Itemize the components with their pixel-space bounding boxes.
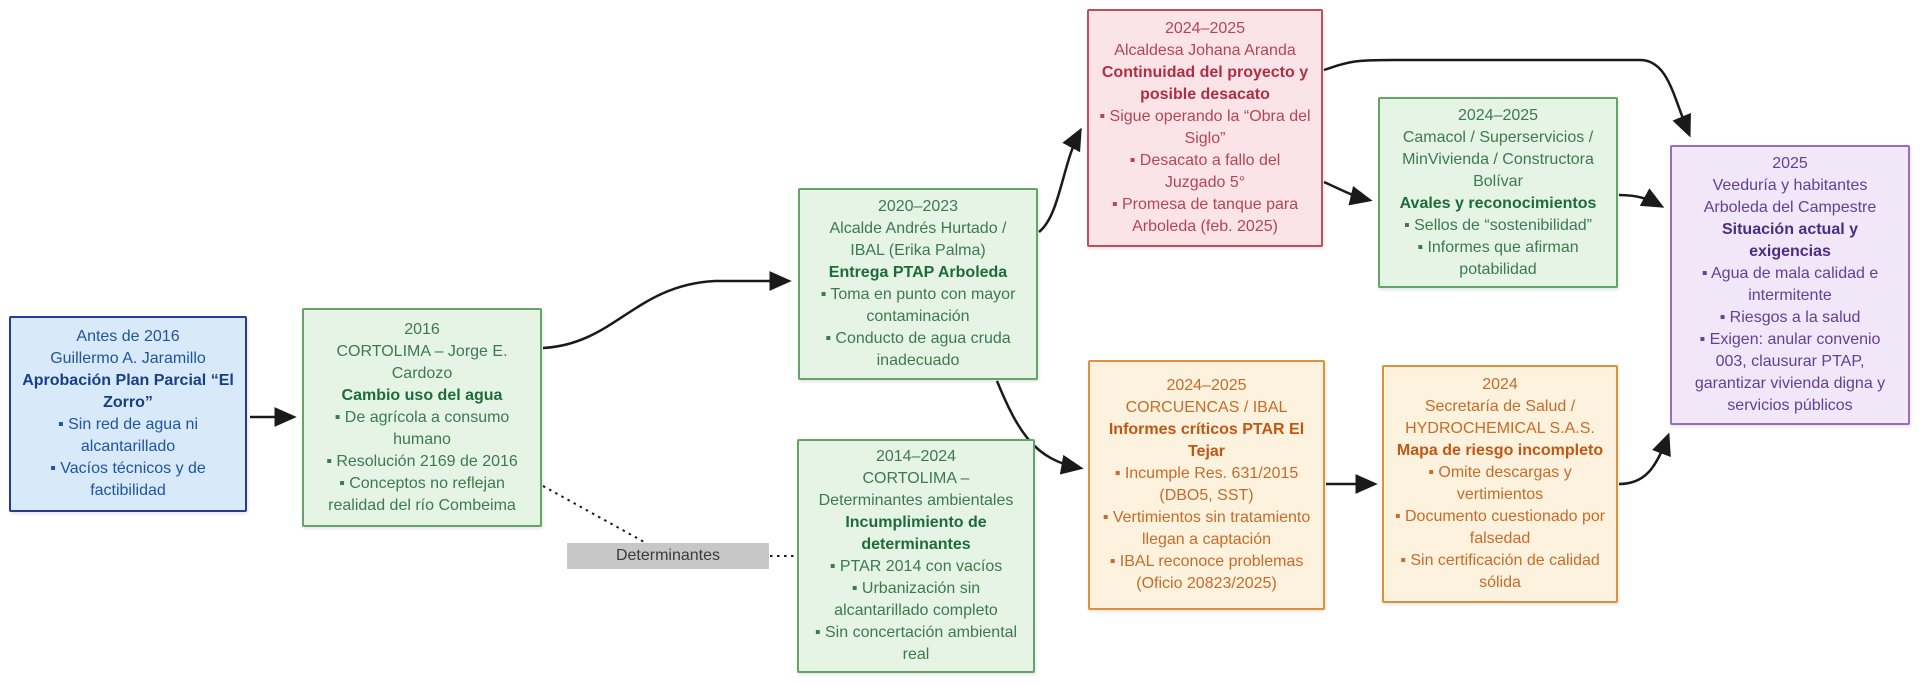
node-bullets: ▪ Sellos de “sostenibilidad” ▪ Informes q… bbox=[1390, 215, 1606, 281]
node-continuidad-proyecto: 2024–2025 Alcaldesa Johana Aranda Contin… bbox=[1087, 9, 1323, 247]
node-period: 2020–2023 bbox=[877, 198, 959, 215]
node-actor: Alcalde Andrés Hurtado / IBAL (Erika Pal… bbox=[829, 220, 1007, 259]
bullet-item: ▪ Sin red de agua ni alcantarillado bbox=[58, 416, 198, 455]
node-headline: Situación actual y exigencias bbox=[1721, 221, 1859, 260]
bullet-item: ▪ Exigen: anular convenio 003, clausurar… bbox=[1694, 331, 1886, 414]
bullet-item: ▪ Sellos de “sostenibilidad” bbox=[1404, 216, 1592, 234]
node-bullets: ▪ Sigue operando la “Obra del Siglo” ▪ De… bbox=[1099, 106, 1311, 238]
node-bullets: ▪ Agua de mala calidad e intermitente ▪ R… bbox=[1682, 263, 1898, 417]
node-headline: Entrega PTAP Arboleda bbox=[828, 264, 1008, 281]
node-informes-ptar: 2024–2025 CORCUENCAS / IBAL Informes crí… bbox=[1088, 360, 1325, 610]
node-period: 2025 bbox=[1772, 155, 1808, 172]
bullet-item: ▪ Vacíos técnicos y de factibilidad bbox=[50, 460, 206, 499]
edge-avales-to-situacion bbox=[1618, 188, 1665, 208]
node-headline: Cambio uso del agua bbox=[341, 386, 503, 404]
bullet-item: ▪ Agua de mala calidad e intermitente bbox=[1701, 265, 1879, 304]
node-period: Antes de 2016 bbox=[76, 328, 180, 345]
node-actor: CORTOLIMA – Jorge E. Cardozo bbox=[336, 342, 508, 382]
node-bullets: ▪ Toma en punto con mayor contaminación ▪… bbox=[810, 284, 1026, 372]
node-period: 2024 bbox=[1482, 376, 1518, 393]
node-avales: 2024–2025 Camacol / Superservicios / Min… bbox=[1378, 97, 1618, 288]
node-actor: Alcaldesa Johana Aranda bbox=[1114, 42, 1296, 59]
node-bullets: ▪ Sin red de agua ni alcantarillado ▪ Vac… bbox=[21, 414, 235, 502]
node-bullets: ▪ Omite descargas y vertimientos ▪ Docume… bbox=[1394, 462, 1606, 594]
bullet-item: ▪ Sigue operando la “Obra del Siglo” bbox=[1099, 108, 1311, 147]
node-period: 2014–2024 bbox=[875, 448, 957, 465]
node-actor: CORCUENCAS / IBAL bbox=[1125, 399, 1288, 416]
node-plan-parcial: Antes de 2016 Guillermo A. Jaramillo Apr… bbox=[9, 316, 247, 512]
bullet-item: ▪ IBAL reconoce problemas (Oficio 20823/… bbox=[1109, 553, 1304, 592]
edge-entrega-to-continuidad bbox=[1038, 127, 1082, 233]
node-entrega-ptap: 2020–2023 Alcalde Andrés Hurtado / IBAL … bbox=[798, 188, 1038, 380]
node-bullets: ▪ Incumple Res. 631/2015 (DBO5, SST) ▪ Ve… bbox=[1100, 463, 1313, 595]
bullet-item: ▪ De agrícola a consumo humano bbox=[334, 408, 510, 448]
node-mapa-riesgo: 2024 Secretaría de Salud / HYDROCHEMICAL… bbox=[1382, 365, 1618, 603]
node-period: 2024–2025 bbox=[1457, 106, 1539, 124]
bullet-item: ▪ Conceptos no reflejan realidad del río… bbox=[328, 474, 516, 514]
node-situacion-actual: 2025 Veeduría y habitantes Arboleda del … bbox=[1670, 145, 1910, 425]
bullet-item: ▪ Incumple Res. 631/2015 (DBO5, SST) bbox=[1114, 465, 1299, 504]
bullet-item: ▪ Toma en punto con mayor contaminación bbox=[820, 286, 1016, 325]
node-bullets: ▪ PTAR 2014 con vacíos ▪ Urbanización sin… bbox=[809, 556, 1023, 666]
node-period: 2024–2025 bbox=[1164, 20, 1246, 37]
edge-continuidad-to-avales bbox=[1323, 180, 1373, 206]
node-headline: Mapa de riesgo incompleto bbox=[1396, 442, 1604, 459]
determinantes-label: Determinantes bbox=[567, 543, 769, 569]
edge-mapa-to-situacion bbox=[1618, 432, 1671, 486]
bullet-item: ▪ Urbanización sin alcantarillado comple… bbox=[834, 580, 998, 619]
bullet-item: ▪ Sin concertación ambiental real bbox=[814, 624, 1018, 663]
node-headline: Informes críticos PTAR El Tejar bbox=[1108, 421, 1305, 460]
node-determinantes-ambientales: 2014–2024 CORTOLIMA – Determinantes ambi… bbox=[797, 439, 1035, 673]
node-period: 2016 bbox=[404, 320, 440, 338]
node-period: 2024–2025 bbox=[1166, 377, 1247, 394]
bullet-item: ▪ Promesa de tanque para Arboleda (feb. … bbox=[1111, 196, 1299, 235]
edge-cortolima-to-label-dotted bbox=[542, 485, 647, 544]
bullet-item: ▪ Conducto de agua cruda inadecuado bbox=[825, 330, 1011, 369]
node-headline: Incumplimiento de determinantes bbox=[845, 514, 987, 553]
node-actor: Guillermo A. Jaramillo bbox=[50, 350, 206, 367]
bullet-item: ▪ Desacato a fallo del Juzgado 5° bbox=[1129, 152, 1281, 191]
node-actor: Secretaría de Salud / HYDROCHEMICAL S.A.… bbox=[1405, 398, 1595, 437]
node-bullets: ▪ De agrícola a consumo humano ▪ Resoluci… bbox=[314, 407, 530, 517]
bullet-item: ▪ PTAR 2014 con vacíos bbox=[829, 558, 1003, 575]
node-cortolima-2016: 2016 CORTOLIMA – Jorge E. Cardozo Cambio… bbox=[302, 308, 542, 527]
node-headline: Aprobación Plan Parcial “El Zorro” bbox=[22, 372, 234, 411]
edge-cortolima-to-entrega bbox=[542, 271, 792, 350]
node-actor: Camacol / Superservicios / MinVivienda /… bbox=[1402, 128, 1594, 190]
node-headline: Avales y reconocimientos bbox=[1399, 194, 1597, 212]
bullet-item: ▪ Vertimientos sin tratamiento llegan a … bbox=[1102, 509, 1311, 548]
node-headline: Continuidad del proyecto y posible desac… bbox=[1101, 64, 1309, 103]
bullet-item: ▪ Sin certificación de calidad sólida bbox=[1400, 552, 1600, 591]
bullet-item: ▪ Omite descargas y vertimientos bbox=[1428, 464, 1572, 503]
bullet-item: ▪ Documento cuestionado por falsedad bbox=[1394, 508, 1606, 547]
node-actor: CORTOLIMA – Determinantes ambientales bbox=[818, 470, 1014, 509]
bullet-item: ▪ Riesgos a la salud bbox=[1719, 309, 1861, 326]
node-actor: Veeduría y habitantes Arboleda del Campe… bbox=[1703, 177, 1877, 216]
bullet-item: ▪ Informes que afirman potabilidad bbox=[1417, 238, 1579, 278]
bullet-item: ▪ Resolución 2169 de 2016 bbox=[326, 452, 518, 470]
